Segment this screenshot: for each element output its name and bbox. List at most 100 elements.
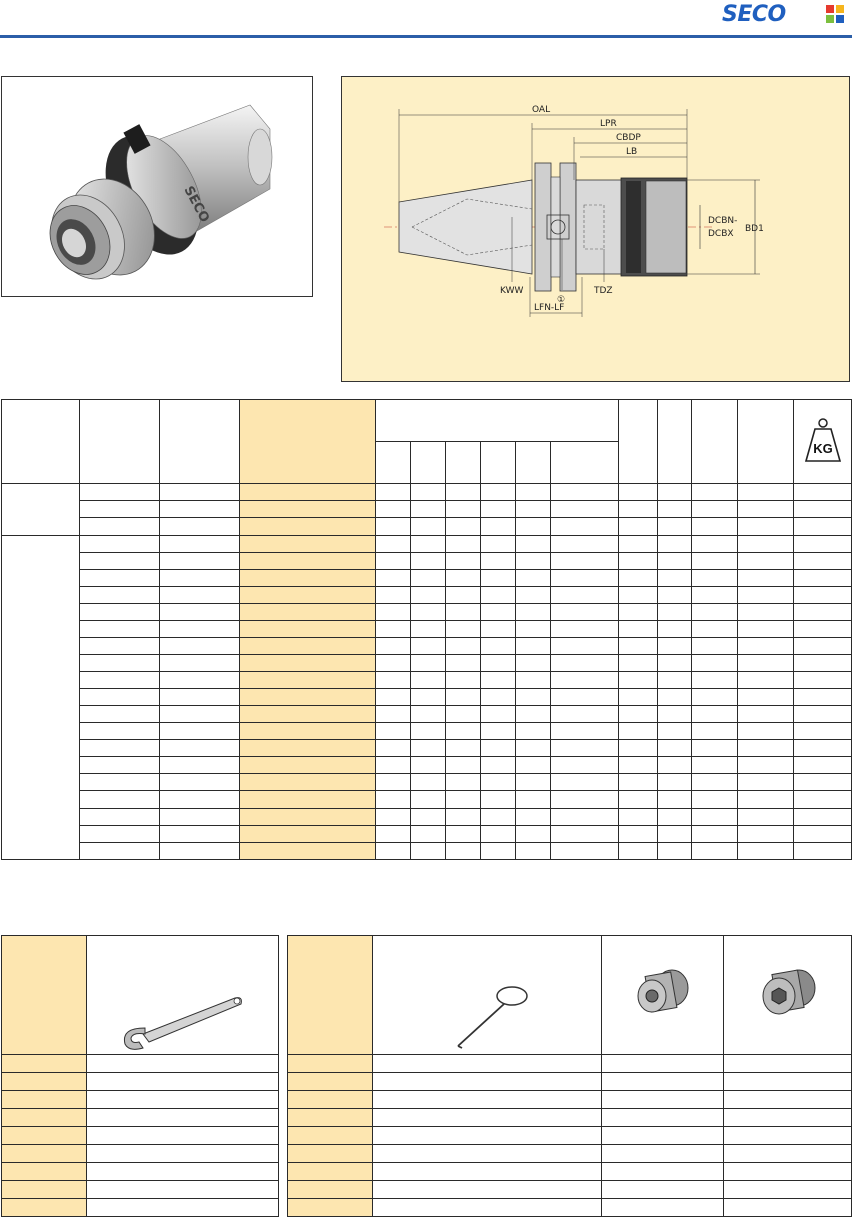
table-cell: [445, 551, 481, 570]
table-cell: [515, 722, 551, 741]
table-cell: [79, 688, 160, 707]
table-cell: [287, 1125, 373, 1145]
table-cell: [159, 824, 240, 843]
table-cell: [239, 739, 376, 758]
table-cell: [691, 483, 739, 502]
table-cell: [737, 824, 795, 843]
dim-lpr-label: LPR: [600, 119, 617, 129]
table-cell: [159, 722, 240, 741]
table-cell: [793, 824, 852, 843]
table-row: [2, 841, 852, 861]
table-cell: [793, 534, 852, 553]
table-cell: [737, 790, 795, 809]
table-cell: [159, 688, 240, 707]
table-cell: [79, 585, 160, 604]
table-cell: [515, 705, 551, 724]
table-row: [1, 1197, 279, 1217]
table-row: [2, 500, 852, 519]
table-cell: [657, 653, 693, 673]
table-cell: [691, 773, 739, 792]
table-cell: [618, 534, 659, 553]
table-cell: [86, 1179, 279, 1199]
table-cell: [737, 517, 795, 536]
table-row: [1, 1161, 279, 1181]
table-cell: [410, 602, 446, 621]
table-cell: [737, 653, 795, 673]
table-row: [2, 568, 852, 587]
table-cell: [159, 773, 240, 792]
table-cell: [480, 551, 516, 570]
table-cell: [515, 585, 551, 604]
table-cell: [410, 653, 446, 673]
table-cell: [737, 688, 795, 707]
table-cell: [657, 671, 693, 690]
table-cell: [79, 722, 160, 741]
table-cell: [159, 841, 240, 861]
table-cell: [793, 551, 852, 570]
table-cell: [515, 807, 551, 826]
table-cell: [375, 807, 411, 826]
table-row: [1, 1125, 279, 1145]
logo-squares-icon: [826, 5, 844, 23]
table-cell: [410, 534, 446, 553]
table-cell: [549, 688, 620, 707]
table-cell: [657, 568, 693, 587]
table-cell: [601, 1125, 724, 1145]
table-cell: [79, 619, 160, 638]
table-cell: [375, 773, 411, 792]
table-cell: [79, 534, 160, 553]
table-cell: [159, 636, 240, 655]
accessory-left-body: [1, 1053, 279, 1217]
table-cell: [737, 500, 795, 519]
table-cell: [480, 534, 516, 553]
table-cell: [79, 841, 160, 861]
table-cell: [657, 773, 693, 792]
table-cell: [515, 824, 551, 843]
table-cell: [691, 807, 739, 826]
logo-square-blue: [836, 15, 844, 23]
table-cell: [480, 688, 516, 707]
table-cell: [287, 1107, 373, 1127]
table-cell: [372, 1071, 602, 1091]
table-cell: [618, 568, 659, 587]
logo-square-green: [826, 15, 834, 23]
table-cell: [159, 705, 240, 724]
table-cell: [737, 568, 795, 587]
table-cell: [515, 671, 551, 690]
table-cell: [737, 841, 795, 861]
table-cell: [515, 636, 551, 655]
table-cell: [618, 705, 659, 724]
table-cell: [723, 1179, 852, 1199]
table-cell: [239, 756, 376, 775]
dim-kww-label: KWW: [500, 286, 523, 296]
table-row: [2, 585, 852, 604]
table-cell: [737, 671, 795, 690]
table-cell: [691, 671, 739, 690]
table-cell: [287, 1089, 373, 1109]
table-cell: [410, 551, 446, 570]
table-cell: [793, 636, 852, 655]
table-cell: [239, 534, 376, 553]
table-cell: [549, 568, 620, 587]
table-cell: [445, 739, 481, 758]
table-cell: [515, 500, 551, 519]
table-cell: [793, 517, 852, 536]
table-cell: [691, 534, 739, 553]
table-cell: [657, 756, 693, 775]
table-row: [287, 1071, 852, 1091]
table-cell: [239, 790, 376, 809]
table-cell: [618, 585, 659, 604]
table-cell: [375, 636, 411, 655]
table-cell: [691, 790, 739, 809]
table-cell: [549, 517, 620, 536]
table-cell: [79, 500, 160, 519]
table-cell: [375, 653, 411, 673]
table-cell: [372, 1053, 602, 1073]
table-cell: [410, 585, 446, 604]
header-cell: [1, 398, 80, 485]
table-cell: [723, 1071, 852, 1091]
table-cell: [618, 619, 659, 638]
table-cell: [410, 705, 446, 724]
table-cell: [1, 1053, 87, 1073]
table-cell: [375, 722, 411, 741]
